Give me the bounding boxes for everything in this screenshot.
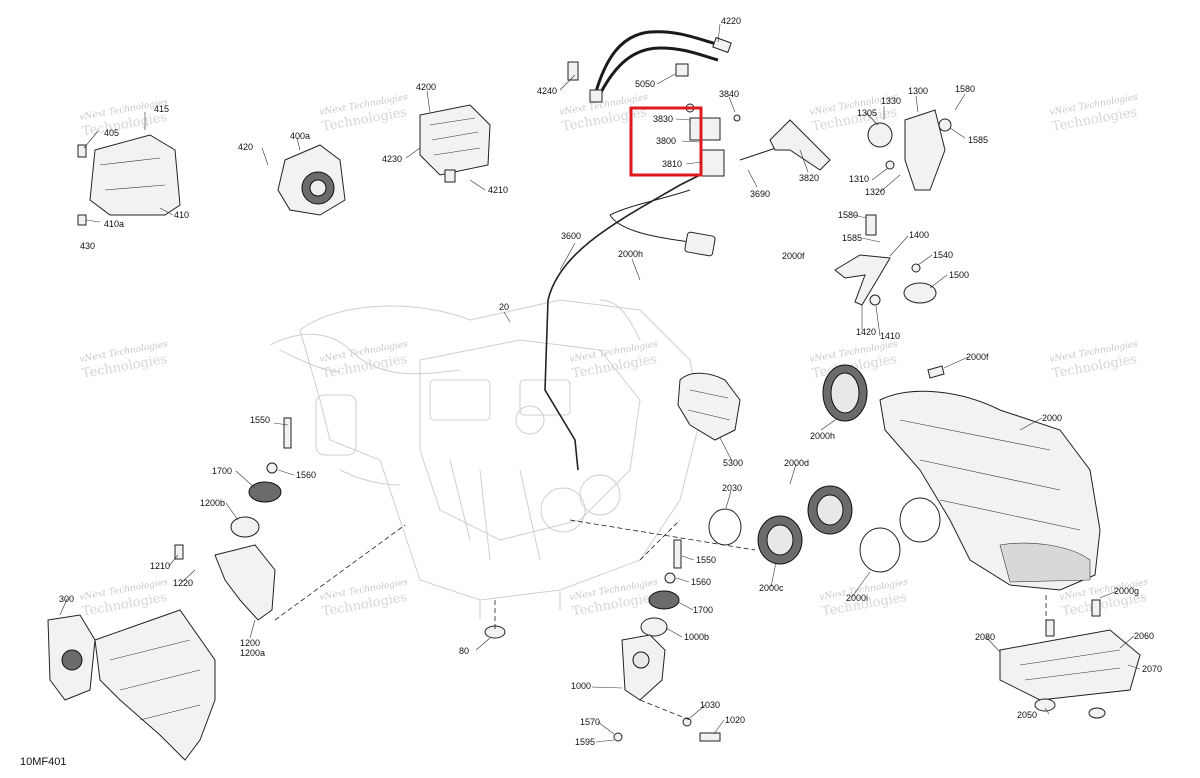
actuator-400a [277,144,346,216]
part-label: 2000i [846,593,868,603]
part-label: 1220 [173,578,193,588]
leader-lines [59,23,1141,743]
part-label: 1320 [865,187,885,197]
part-label: 80 [459,646,469,656]
part-label: 4230 [382,154,402,164]
part-label: 3820 [799,173,819,183]
part-label: 2050 [1017,710,1037,720]
part-label: 1410 [880,331,900,341]
part-label-layer: 415 405 410 410a 430 420 400a 4200 4230 … [59,16,1162,747]
lever-1400 [834,214,937,306]
part-label: 2060 [1134,631,1154,641]
part-label: 3600 [561,231,581,241]
housing-300 [47,609,216,761]
part-label: 1210 [150,561,170,571]
part-label: 1200b [200,498,225,508]
shield-410 [77,134,181,226]
part-label: 20 [499,302,509,312]
highlight-box [629,106,703,177]
part-label: 3690 [750,189,770,199]
part-label: 1580 [955,84,975,94]
bracket-3820 [769,119,831,171]
part-label: 3810 [662,159,682,169]
part-label: 1570 [580,717,600,727]
part-label: 1560 [691,577,711,587]
part-label: 5300 [723,458,743,468]
center-mount [484,539,721,742]
part-label: 300 [59,594,74,604]
part-label: 1585 [842,233,862,243]
part-label: 2000c [759,583,784,593]
part-label: 2000f [782,251,805,261]
part-label: 2080 [975,632,995,642]
part-label: 1585 [968,135,988,145]
part-label: 4240 [537,86,557,96]
part-label: 2000g [1114,586,1139,596]
throttle-cable [544,139,801,471]
part-label: 405 [104,128,119,138]
part-label: 1030 [700,700,720,710]
airbox-2000 [822,364,1101,591]
part-label: 1310 [849,174,869,184]
part-label: 2000h [810,431,835,441]
part-label: 3840 [719,89,739,99]
part-label: 1595 [575,737,595,747]
part-label: 1700 [212,466,232,476]
intake-boots [708,485,941,573]
part-label: 1420 [856,327,876,337]
part-label: 1020 [725,715,745,725]
part-label: 5050 [635,79,655,89]
part-label: 430 [80,241,95,251]
part-label: 420 [238,142,253,152]
part-label: 1550 [696,555,716,565]
sensor-cluster [685,103,741,177]
part-label: 4200 [416,82,436,92]
part-label: 1580 [838,210,858,220]
wiring-harness [567,30,732,103]
assembly-lines [274,519,1047,721]
part-label: 1550 [250,415,270,425]
part-label: 1000 [571,681,591,691]
part-label: 2000f [966,352,989,362]
part-label: 2000d [784,458,809,468]
part-label: 2000h [618,249,643,259]
part-label: 2030 [722,483,742,493]
diagram-code: 10MF401 [20,756,66,768]
part-label: 4210 [488,185,508,195]
part-label: 1500 [949,270,969,280]
part-label: 1200 [240,638,260,648]
engine-ghost [269,299,701,620]
part-label: 1540 [933,250,953,260]
part-label: 400a [290,131,310,141]
cover-5300 [677,372,741,441]
part-label: 415 [154,104,169,114]
top-right-parts [867,109,952,191]
part-label: 410 [174,210,189,220]
part-label: 3830 [653,114,673,124]
part-label: 1200a [240,648,265,658]
part-label: 2070 [1142,664,1162,674]
left-mount [174,417,292,621]
part-label: 1300 [908,86,928,96]
part-label: 4220 [721,16,741,26]
part-label: 1700 [693,605,713,615]
bracket-2050 [999,599,1141,719]
part-label: 3800 [656,136,676,146]
module-4200 [419,104,491,183]
part-label: 1560 [296,470,316,480]
part-label: 2000 [1042,413,1062,423]
part-label: 410a [104,219,124,229]
part-label: 1330 [881,96,901,106]
part-label: 1000b [684,632,709,642]
part-label: 1305 [857,108,877,118]
part-label: 1400 [909,230,929,240]
